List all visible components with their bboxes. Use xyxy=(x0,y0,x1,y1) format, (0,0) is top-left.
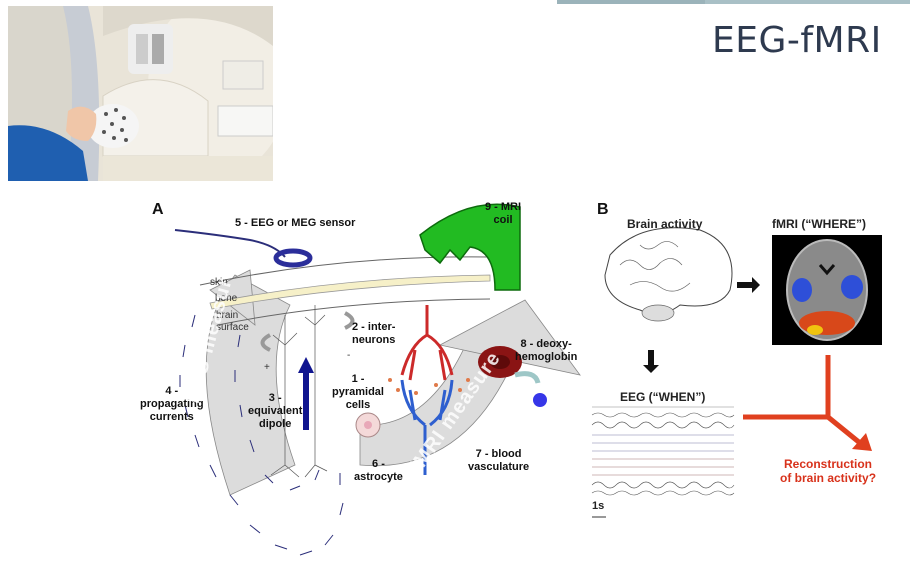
eeg-mri-photo xyxy=(8,6,273,181)
label-sensor: 5 - EEG or MEG sensor xyxy=(235,217,356,229)
pyramidal-neurons xyxy=(270,305,328,478)
face xyxy=(66,106,97,141)
scale-label: 1s xyxy=(592,500,605,512)
figure-graphics xyxy=(174,203,882,556)
right-arrow xyxy=(737,277,760,293)
brain-sketch xyxy=(604,227,733,322)
reconstruction-arrows xyxy=(743,355,862,445)
label-interneurons: 2 - inter- neurons xyxy=(352,321,396,346)
dipole-arrowhead xyxy=(298,357,314,373)
label-propagating-currents: 4 - propagating currents xyxy=(140,385,204,423)
camera-mount xyxy=(128,24,173,74)
eeg-heading: EEG (“WHEN”) xyxy=(620,390,706,404)
label-brain-surface: brain surface xyxy=(216,310,249,333)
blue-shirt xyxy=(8,125,88,181)
label-minus: - xyxy=(347,350,351,361)
label-plus: + xyxy=(264,362,270,373)
label-astrocyte: 6 - astrocyte xyxy=(354,458,403,483)
reconstruction-label: Reconstruction of brain activity? xyxy=(780,457,877,485)
label-mri-coil: 9 - MRI coil xyxy=(485,201,522,226)
eeg-trace-panel xyxy=(590,400,736,500)
fmri-heading: fMRI (“WHERE”) xyxy=(772,217,866,231)
slide-title: EEG-fMRI xyxy=(712,20,882,61)
propagating-current-arrows xyxy=(179,314,344,556)
eeg-fmri-figure: A 5 - EEG or MEG sensor 9 - MRI coil ski… xyxy=(140,195,910,580)
eeg-sensor-ring xyxy=(273,248,313,268)
eeg-cap xyxy=(87,104,139,148)
oxygen-molecule xyxy=(533,393,547,407)
label-equivalent-dipole: 3 - equivalent dipole xyxy=(248,392,303,430)
label-deoxyhemoglobin: 8 - deoxy- hemoglobin xyxy=(515,338,578,363)
panel-a-letter: A xyxy=(152,201,164,218)
label-skin: skin xyxy=(210,277,228,288)
dipole-shaft xyxy=(303,370,309,430)
label-blood-vasculature: 7 - blood vasculature xyxy=(468,448,530,473)
blood-vasculature xyxy=(400,305,454,475)
sensor-cable xyxy=(174,229,286,258)
label-pyramidal-cells: 1 - pyramidal cells xyxy=(332,373,384,411)
eeg-traces xyxy=(591,406,735,496)
skin-layer xyxy=(199,256,491,286)
accent-bar xyxy=(557,0,910,4)
label-bone: bone xyxy=(215,293,238,304)
brain-surface-layer xyxy=(217,298,491,326)
mri-coil xyxy=(419,203,521,291)
accent-bar-segment xyxy=(557,0,705,4)
panel-b-letter: B xyxy=(597,201,609,218)
brain-activity-heading: Brain activity xyxy=(627,217,703,231)
eeg-measure-arrow xyxy=(205,274,296,496)
bone-layer xyxy=(209,274,491,310)
down-arrow xyxy=(643,350,659,373)
